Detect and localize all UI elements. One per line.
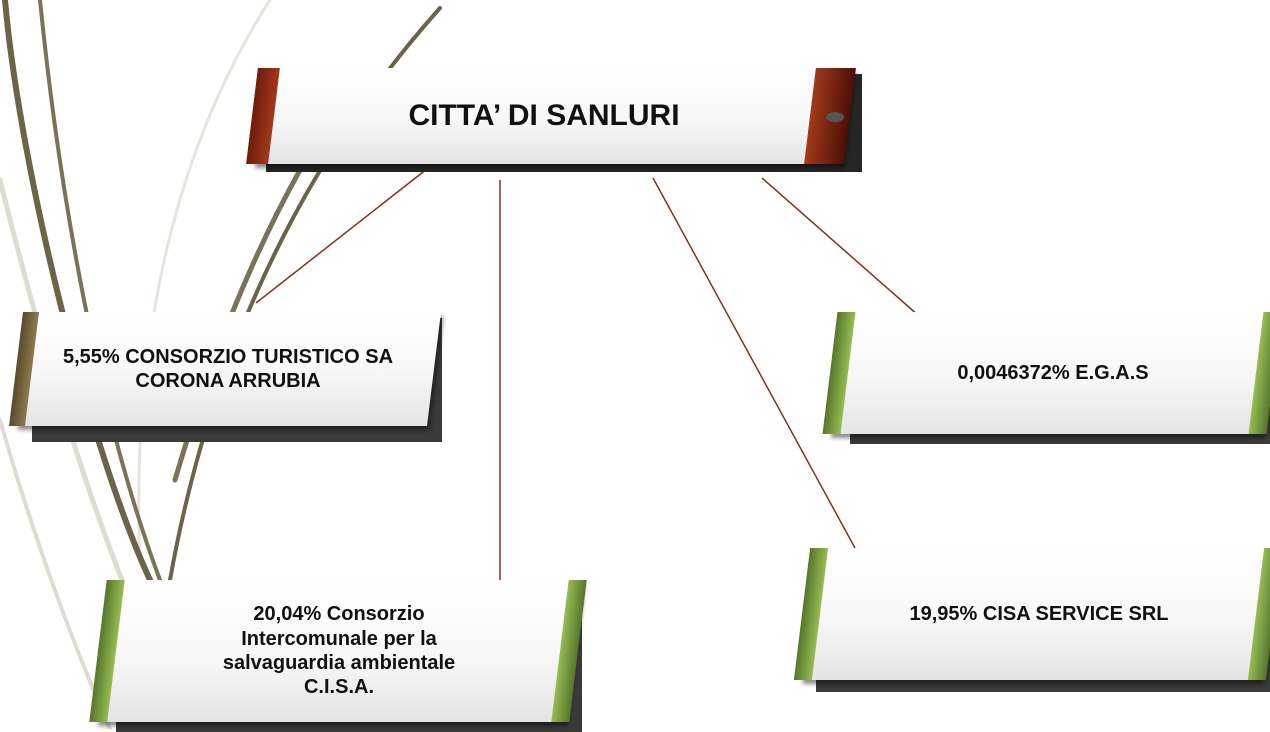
node-cisa-service: 19,95% CISA SERVICE SRL — [793, 548, 1270, 692]
root-node: CITTA’ DI SANLURI — [246, 68, 862, 172]
decor-swoosh-light-3 — [137, 0, 272, 562]
node-cisa-service-label: 19,95% CISA SERVICE SRL — [909, 602, 1169, 625]
connector-cisa-service — [652, 177, 856, 549]
decor-swoosh-olive-2 — [38, 0, 162, 582]
node-consorzio-turistico: 5,55% CONSORZIO TURISTICO SA CORONA ARRU… — [9, 312, 442, 442]
node-egas-label: 0,0046372% E.G.A.S — [957, 361, 1149, 384]
node-cisa: 20,04% Consorzio Intercomunale per la sa… — [89, 580, 587, 732]
node-cisa-label: 20,04% Consorzio Intercomunale per la sa… — [222, 603, 456, 699]
root-node-knob — [826, 112, 844, 122]
node-consorzio-turistico-label: 5,55% CONSORZIO TURISTICO SA CORONA ARRU… — [62, 346, 394, 392]
decor-swoosh-olive-1 — [2, 0, 153, 583]
connector-egas — [761, 177, 920, 317]
root-node-label: CITTA’ DI SANLURI — [408, 99, 680, 132]
node-egas: 0,0046372% E.G.A.S — [822, 312, 1270, 444]
connector-consorzio-turistico — [255, 164, 433, 304]
decor-swoosh-olive-3 — [168, 6, 442, 582]
